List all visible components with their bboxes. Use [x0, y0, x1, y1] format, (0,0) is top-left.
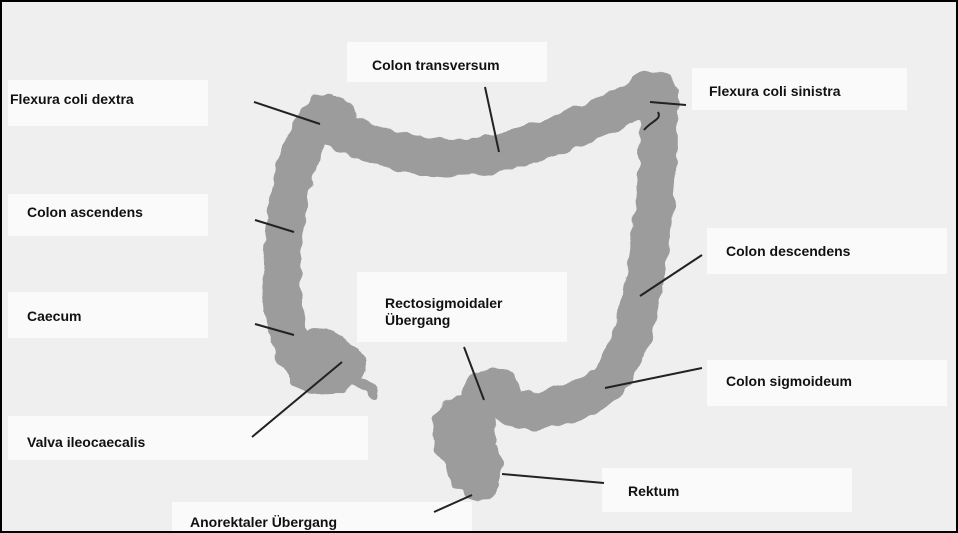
label-colon-descendens: Colon descendens	[726, 243, 850, 260]
label-colon-transversum: Colon transversum	[372, 57, 500, 74]
label-rektum: Rektum	[628, 483, 679, 500]
leader-anorektaler	[434, 495, 472, 512]
label-rectosigmoidaler-line2: Übergang	[385, 312, 450, 329]
label-flexura-coli-sinistra: Flexura coli sinistra	[709, 83, 841, 100]
colon-body	[282, 71, 680, 501]
label-flexura-coli-dextra: Flexura coli dextra	[10, 91, 134, 108]
label-anorektaler-uebergang: Anorektaler Übergang	[190, 514, 337, 531]
label-caecum: Caecum	[27, 308, 81, 325]
label-colon-sigmoideum: Colon sigmoideum	[726, 373, 852, 390]
colon-transversum-shape	[327, 92, 652, 158]
label-colon-ascendens: Colon ascendens	[27, 204, 143, 221]
leader-rektum	[502, 474, 604, 483]
label-valva-ileocaecalis: Valva ileocaecalis	[27, 434, 145, 451]
colon-descendens-shape	[607, 102, 658, 382]
label-rectosigmoidaler-line1: Rectosigmoidaler	[385, 295, 502, 312]
